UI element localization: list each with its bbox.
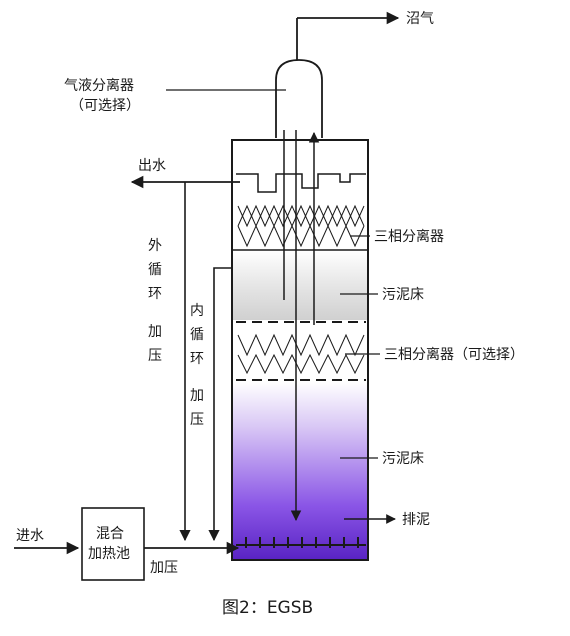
internal-pressurize-char-2: 压: [190, 412, 204, 428]
sludge-bed-upper-zone: [233, 250, 367, 320]
reactor-column: [231, 139, 369, 561]
sludge-bed-lower-label: 污泥床: [382, 451, 424, 467]
mixing-box-label-2: 加热池: [88, 546, 130, 562]
three-phase-separator-label: 三相分离器: [374, 228, 444, 245]
bottom-distributor: [236, 537, 366, 548]
pressurize-bottom-label: 加压: [150, 560, 178, 576]
sludge-bed-upper-label: 污泥床: [382, 287, 424, 303]
mixing-box-label-1: 混合: [96, 526, 124, 542]
figure-caption: 图2：EGSB: [222, 598, 313, 618]
external-pressurize-char-2: 压: [148, 348, 162, 364]
external-circulation-char-2: 循: [148, 262, 162, 278]
internal-circulation-char-3: 环: [190, 351, 204, 367]
effluent-weir: [236, 173, 366, 193]
three-phase-separator-upper: [237, 204, 365, 248]
internal-pressurize-char-1: 加: [190, 388, 204, 404]
gas-liquid-separator-dome: [275, 11, 400, 138]
external-circulation-char-1: 外: [148, 238, 162, 254]
biogas-label: 沼气: [406, 11, 434, 27]
gl-separator-label-1: 气液分离器: [64, 77, 134, 94]
internal-circulation-char-1: 内: [190, 303, 204, 319]
external-circulation-char-3: 环: [148, 286, 162, 302]
leader-lines: [166, 89, 380, 459]
effluent-label: 出水: [138, 158, 166, 174]
internal-circulation-line: [208, 267, 232, 542]
riser-pipes: [283, 130, 320, 522]
three-phase-separator-optional-label: 三相分离器（可选择）: [384, 346, 524, 363]
external-pressurize-char-1: 加: [148, 324, 162, 340]
mixing-heating-tank: [81, 507, 145, 581]
three-phase-separator-lower: [237, 333, 365, 375]
sludge-bed-lower-zone: [233, 382, 367, 559]
sludge-discharge-label: 排泥: [402, 512, 430, 528]
gl-separator-label-2: （可选择）: [70, 98, 140, 114]
influent-label: 进水: [16, 528, 44, 544]
internal-circulation-char-2: 循: [190, 327, 204, 343]
